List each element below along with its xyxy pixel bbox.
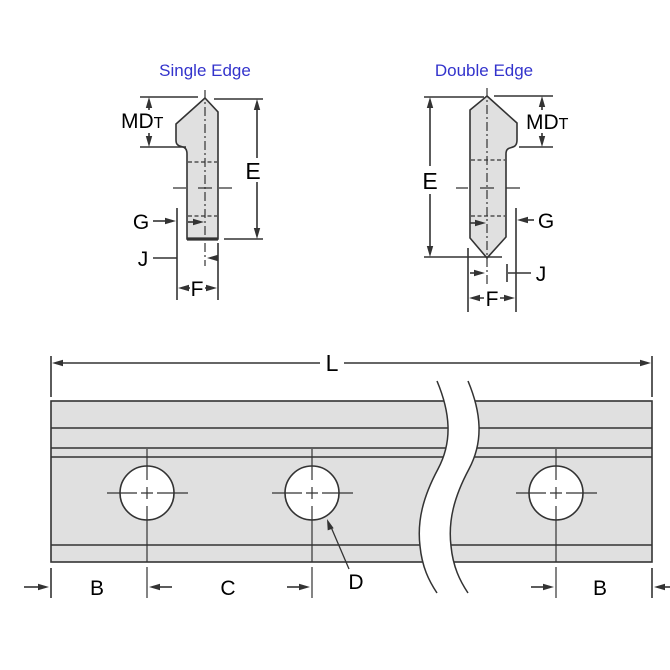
track-side-view: L B C D B: [24, 350, 670, 600]
double-mdt-label: MDT: [526, 111, 569, 134]
arrow-up: [253, 99, 261, 110]
break-gap: [419, 381, 480, 593]
arrow-right: [640, 359, 651, 367]
arrow-up-left: [327, 519, 334, 531]
arrow-left: [178, 284, 189, 292]
double-g-dimension: G: [470, 210, 554, 233]
single-mdt-dimension: MDT: [121, 96, 198, 148]
double-f-label: F: [486, 288, 499, 311]
arrow-left: [469, 294, 480, 302]
b-right-label: B: [593, 577, 607, 600]
arrow-right: [299, 583, 310, 591]
arrow-right: [165, 217, 176, 225]
l-dimension: L: [50, 350, 653, 397]
b-left-label: B: [90, 577, 104, 600]
hole-2: [272, 449, 353, 598]
single-f-dimension: F: [176, 208, 219, 301]
arrow-down: [538, 136, 546, 147]
single-mdt-label: MDT: [121, 110, 164, 133]
break-line-left: [418, 380, 449, 594]
rail-profile-lines: [51, 427, 652, 546]
b-right-dimension: B: [531, 568, 670, 600]
double-j-dimension: J: [470, 263, 546, 286]
single-j-dimension: J: [138, 248, 218, 271]
double-mdt-dimension: MDT: [494, 95, 569, 148]
arrow-right: [475, 219, 486, 227]
arrow-down: [145, 136, 153, 147]
c-dimension: C: [149, 577, 310, 600]
arrow-up: [145, 97, 153, 108]
double-edge-profile: [469, 94, 518, 260]
arrow-down: [253, 228, 261, 239]
arrow-down: [426, 246, 434, 257]
arrow-up: [426, 97, 434, 108]
arrow-right: [504, 294, 515, 302]
arrow-right: [543, 583, 554, 591]
double-g-label: G: [538, 210, 554, 233]
arrow-right: [206, 284, 217, 292]
double-e-dimension: E: [422, 96, 502, 258]
break-line-right: [449, 380, 480, 594]
arrow-left: [149, 583, 160, 591]
hole-3: [516, 449, 597, 598]
arrow-right: [38, 583, 49, 591]
single-edge-title: Single Edge: [159, 61, 251, 80]
double-edge-view: Double Edge E MDT: [422, 61, 569, 312]
double-j-label: J: [536, 263, 547, 286]
b-left-dimension: B: [24, 568, 104, 600]
arrow-right: [474, 269, 485, 277]
l-label: L: [326, 350, 339, 376]
hole-1: [107, 449, 188, 598]
single-f-label: F: [191, 278, 204, 301]
double-f-dimension: F: [467, 208, 517, 312]
arrow-left: [52, 359, 63, 367]
arrow-left: [207, 254, 218, 262]
arrow-left: [654, 583, 665, 591]
single-e-label: E: [245, 158, 260, 184]
single-j-label: J: [138, 248, 149, 271]
single-edge-profile: [175, 96, 219, 240]
extension-line: [50, 356, 653, 397]
c-label: C: [220, 577, 235, 600]
double-e-label: E: [422, 168, 437, 194]
single-g-dimension: G: [133, 211, 204, 234]
single-g-label: G: [133, 211, 149, 234]
arrow-right: [193, 218, 204, 226]
arrow-left: [517, 216, 528, 224]
d-leader: D: [327, 519, 364, 594]
arrow-up: [538, 96, 546, 107]
double-edge-title: Double Edge: [435, 61, 533, 80]
single-edge-view: Single Edge MDT E: [121, 61, 263, 301]
d-label: D: [348, 571, 363, 594]
single-e-dimension: E: [214, 98, 263, 240]
